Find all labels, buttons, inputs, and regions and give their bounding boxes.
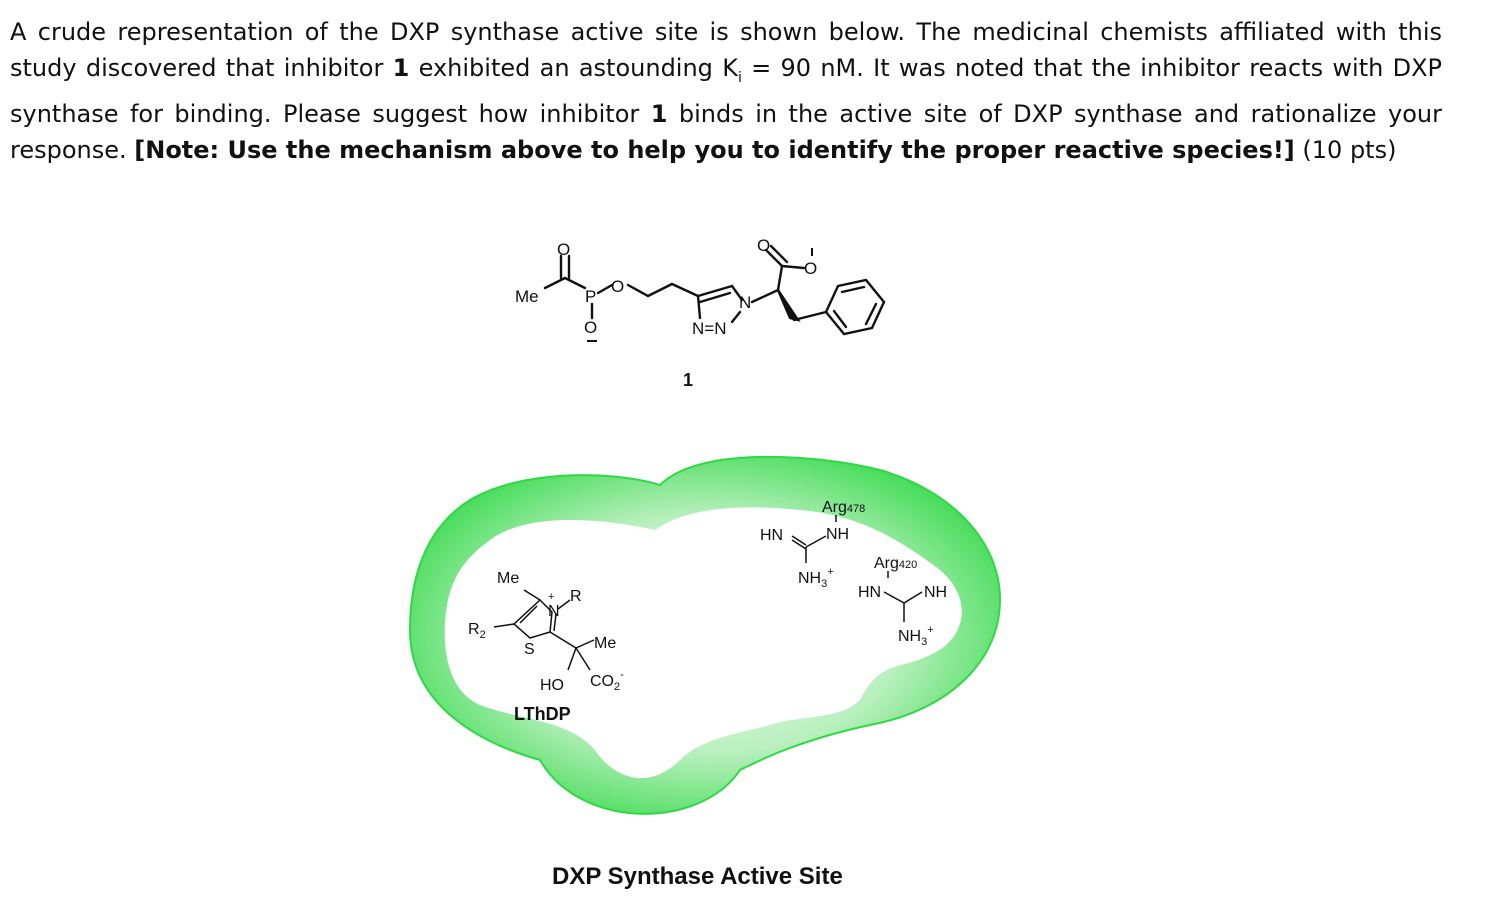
svg-text:Arg478: Arg478 [822, 499, 865, 516]
active-site-cavity [444, 507, 962, 779]
svg-text:R2: R2 [468, 621, 486, 641]
active-site: Arg478 NH HN NH3+ Arg420 HN NH NH3+ Me [408, 455, 1002, 890]
atom-n1: N [739, 293, 751, 312]
inhibitor-number: 1 [392, 54, 410, 82]
svg-text:CO2-: CO2- [590, 669, 624, 693]
atom-o-ester: O [611, 277, 624, 296]
active-site-title: DXP Synthase Active Site [552, 863, 843, 890]
inhibitor-atoms: Me P O O O N N=N O O 1 [515, 236, 817, 390]
atom-o-top: O [557, 240, 570, 259]
svg-text:HN: HN [858, 584, 881, 601]
arg478: Arg478 NH HN NH3+ [760, 499, 865, 590]
svg-text:S: S [524, 641, 535, 658]
atom-o-carbonyl: O [757, 236, 770, 255]
svg-text:Arg420: Arg420 [874, 555, 917, 572]
svg-text:Me: Me [594, 635, 616, 652]
svg-text:+: + [548, 591, 554, 603]
lthdp-label: LThDP [514, 704, 571, 724]
svg-text:Me: Me [497, 570, 519, 587]
atom-me: Me [515, 287, 539, 306]
points: (10 pts) [1294, 135, 1397, 164]
svg-text:NH: NH [826, 526, 849, 543]
question-text: A crude representation of the DXP syntha… [10, 18, 1443, 164]
arg420: Arg420 HN NH NH3+ [858, 555, 947, 648]
svg-text:HN: HN [760, 527, 783, 544]
atom-o-minus: O [584, 318, 597, 337]
lthdp: Me N + R R2 S Me HO CO2- LThDP [468, 570, 624, 724]
inhibitor-structure [543, 244, 886, 336]
note: [Note: Use the mechanism above to help y… [134, 135, 1295, 164]
svg-text:N: N [548, 603, 560, 620]
atom-o-carboxylate: O [804, 259, 817, 278]
svg-text:NH3+: NH3+ [898, 624, 934, 648]
svg-text:HO: HO [540, 677, 564, 694]
inhibitor-label: 1 [683, 370, 693, 390]
svg-text:NH3+: NH3+ [798, 566, 834, 590]
atom-n2: N=N [692, 319, 726, 338]
atom-p: P [585, 287, 596, 306]
svg-text:NH: NH [924, 584, 947, 601]
inhibitor-number: 1 [650, 99, 668, 128]
svg-text:R: R [570, 588, 582, 605]
